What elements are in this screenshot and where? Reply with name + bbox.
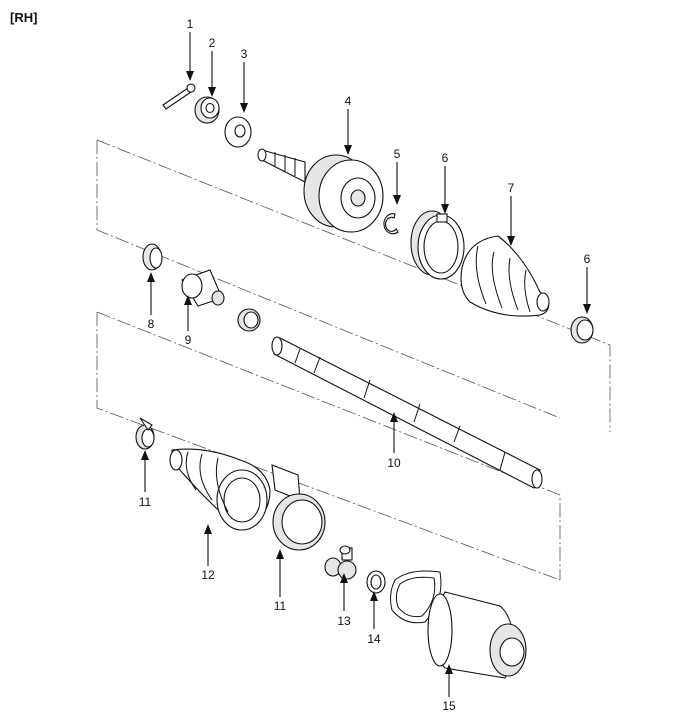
callout-9: 9 bbox=[185, 333, 192, 347]
side-label: [RH] bbox=[10, 10, 37, 25]
assembly-guide-lines bbox=[96, 139, 611, 581]
callout-4: 4 bbox=[345, 94, 352, 108]
callout-11-left: 11 bbox=[139, 495, 152, 509]
drive-shaft bbox=[271, 336, 543, 489]
inner-joint-housing bbox=[427, 591, 527, 679]
circlip bbox=[383, 213, 399, 235]
callout-13: 13 bbox=[337, 614, 351, 628]
boot-band-large bbox=[410, 210, 465, 280]
callout-11-right: 11 bbox=[274, 599, 287, 613]
callout-6-right: 6 bbox=[584, 252, 591, 266]
callout-1: 1 bbox=[187, 17, 194, 31]
callout-5: 5 bbox=[394, 147, 401, 161]
outer-joint bbox=[257, 148, 384, 233]
boot-band-11b bbox=[271, 464, 326, 551]
callout-7: 7 bbox=[508, 181, 515, 195]
boot-band-small bbox=[570, 316, 594, 344]
callout-3: 3 bbox=[241, 47, 248, 61]
damper-band bbox=[237, 308, 261, 332]
callout-12: 12 bbox=[201, 568, 215, 582]
dynamic-damper bbox=[181, 269, 225, 307]
outer-boot bbox=[460, 235, 550, 317]
boot-band-11a bbox=[135, 417, 155, 450]
callout-6-upper: 6 bbox=[442, 151, 449, 165]
split-pin bbox=[162, 83, 196, 110]
o-ring bbox=[390, 570, 442, 624]
boot-band-8 bbox=[142, 243, 163, 271]
spider-assembly bbox=[324, 545, 357, 580]
callout-14: 14 bbox=[367, 632, 381, 646]
callout-arrows bbox=[141, 32, 591, 697]
callout-8: 8 bbox=[148, 317, 155, 331]
snap-ring bbox=[366, 570, 386, 594]
castle-nut bbox=[194, 96, 220, 124]
inner-boot bbox=[169, 448, 271, 531]
callout-10: 10 bbox=[387, 456, 401, 470]
callout-labels: 1 2 3 4 5 6 7 6 8 9 10 11 12 11 13 14 15 bbox=[139, 17, 591, 713]
callout-15: 15 bbox=[442, 699, 456, 713]
callout-2: 2 bbox=[209, 36, 216, 50]
washer bbox=[224, 116, 252, 148]
